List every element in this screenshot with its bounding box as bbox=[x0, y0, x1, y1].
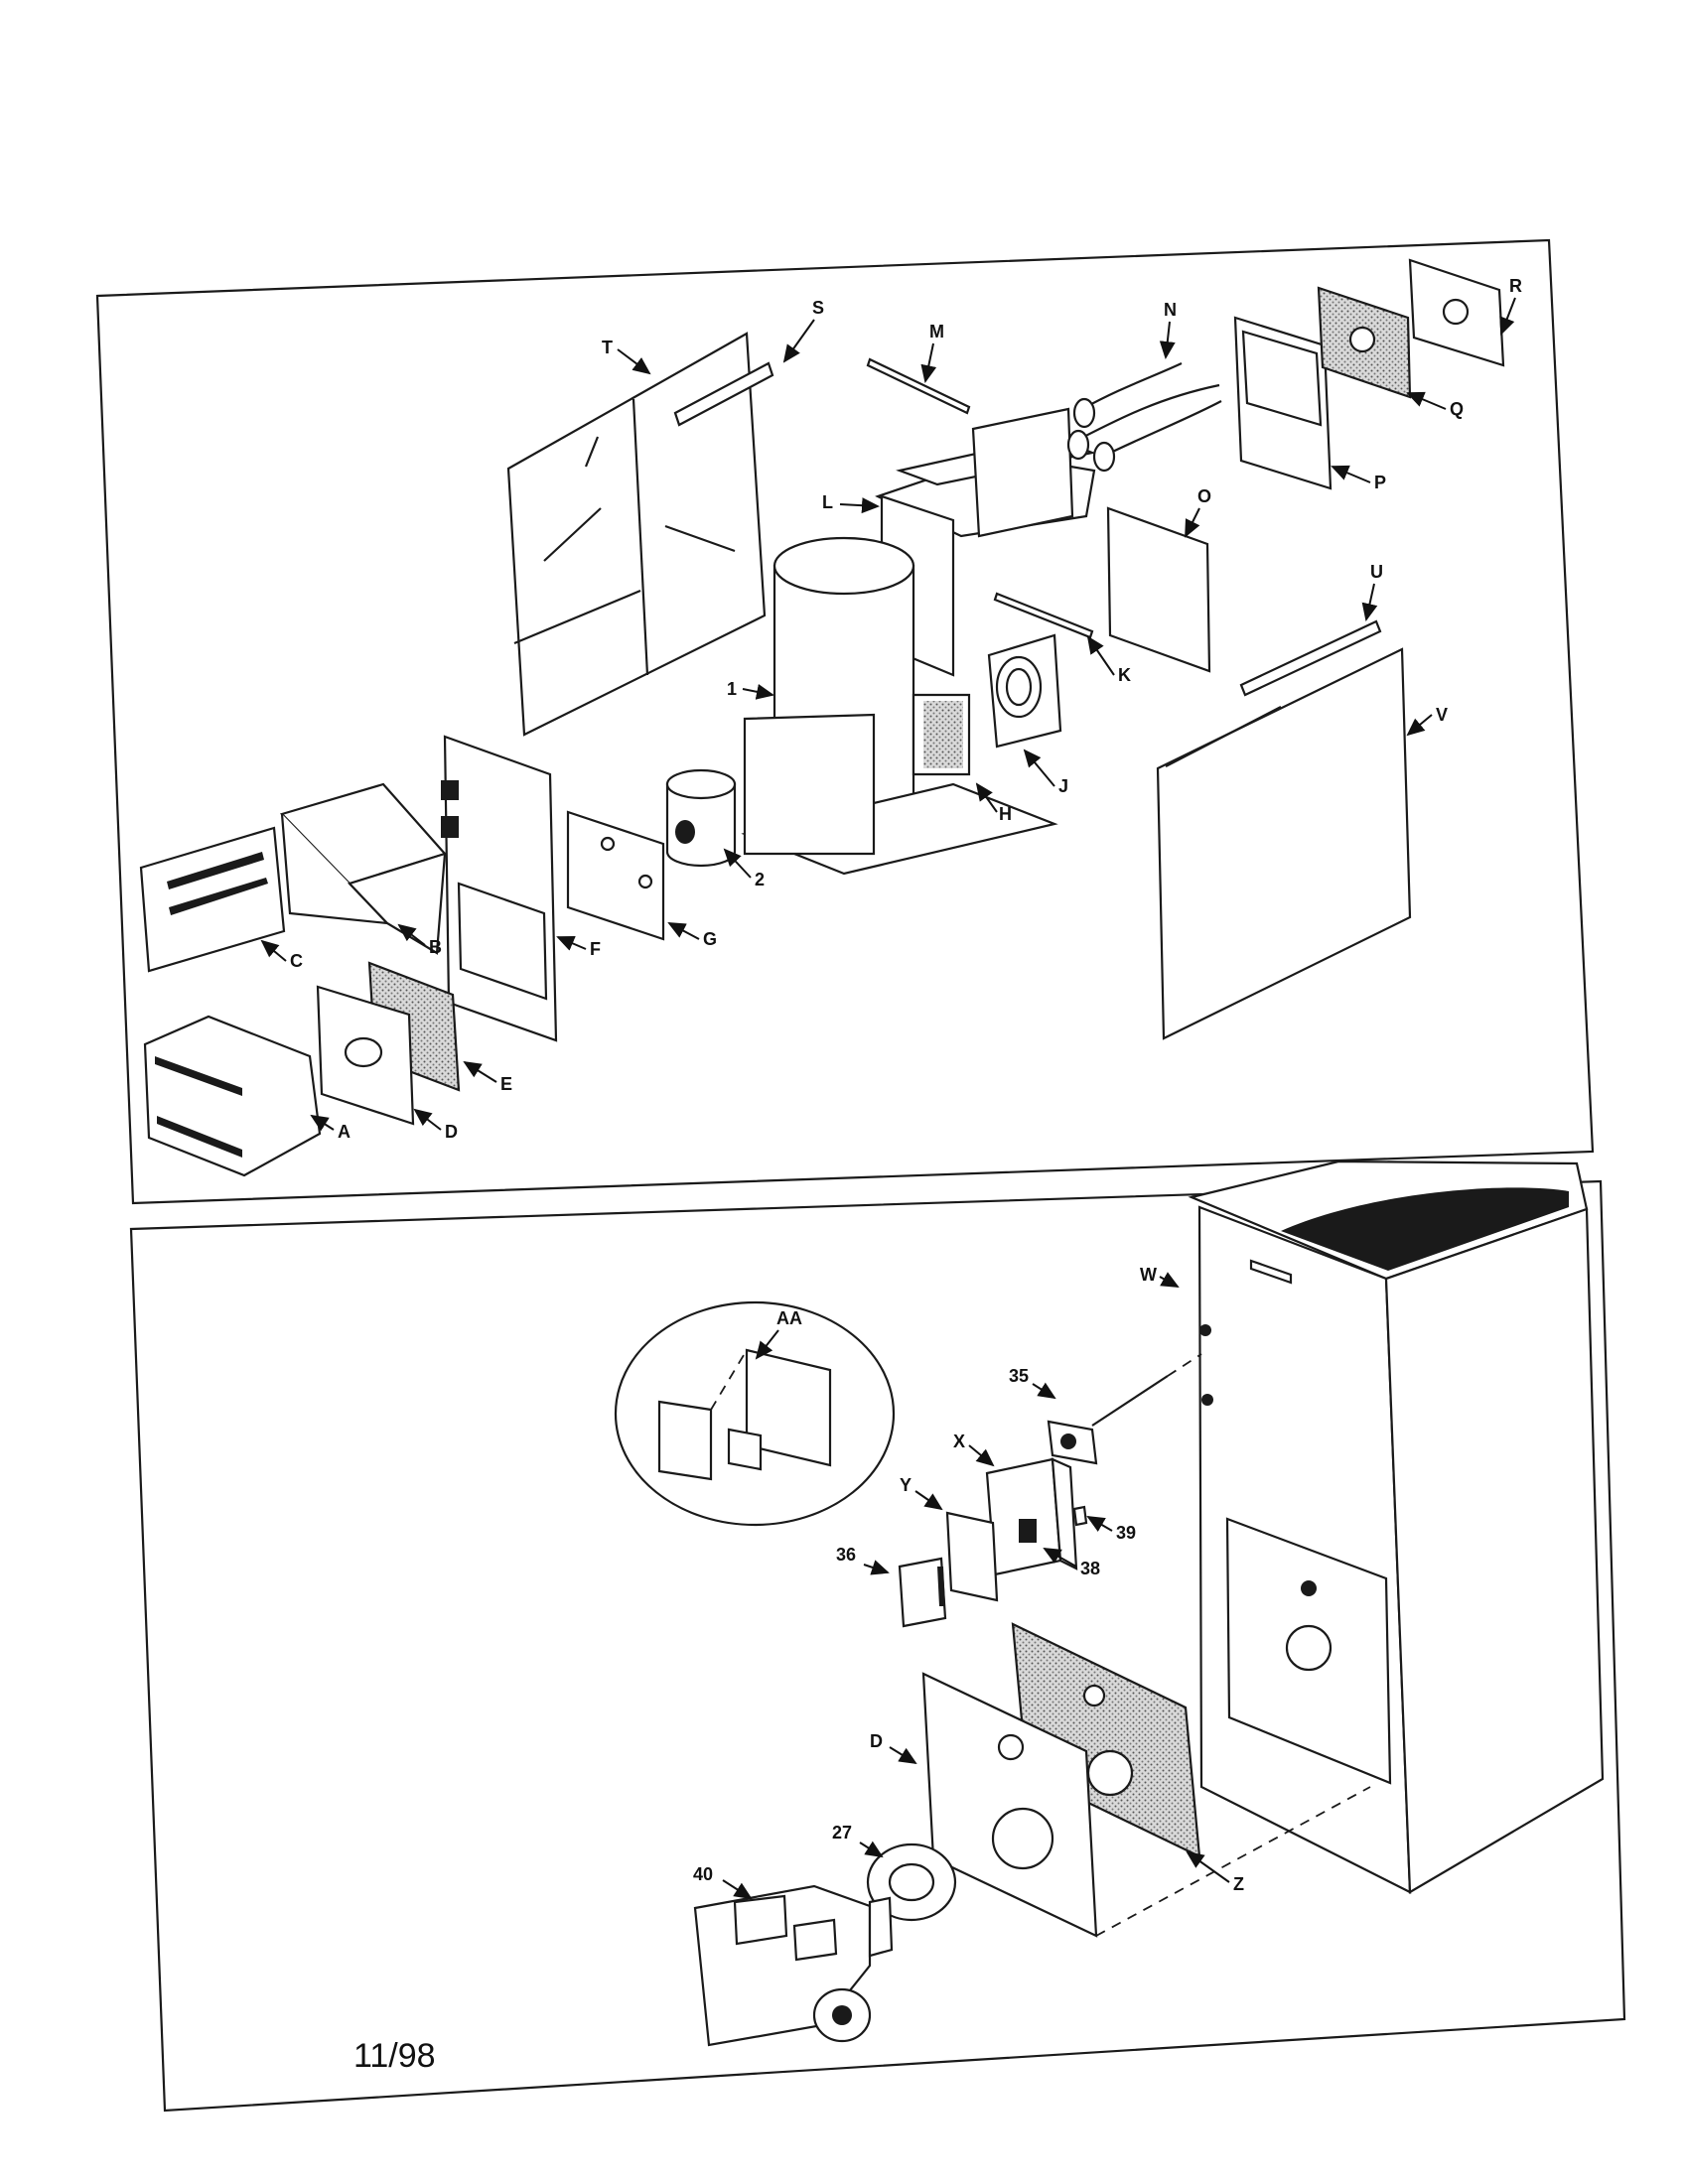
rail-U bbox=[1239, 619, 1382, 697]
box-X bbox=[985, 1457, 1078, 1576]
front-upper-panel-C bbox=[139, 826, 286, 973]
label-B: B bbox=[429, 937, 442, 957]
front-lower-panel-A bbox=[143, 1015, 322, 1177]
label-36: 36 bbox=[836, 1545, 856, 1565]
top-panel-frame bbox=[95, 238, 1595, 1205]
inset-detail-AA bbox=[614, 1300, 896, 1527]
strip-M bbox=[866, 357, 971, 415]
burner-40 bbox=[693, 1884, 894, 2047]
label-D-bottom: D bbox=[870, 1731, 883, 1751]
strip-K bbox=[993, 592, 1094, 639]
label-J: J bbox=[1058, 776, 1068, 796]
fitting-39 bbox=[1072, 1505, 1088, 1527]
transformer-36 bbox=[898, 1557, 947, 1628]
panel-F bbox=[441, 735, 558, 1042]
label-2: 2 bbox=[755, 870, 765, 889]
revision-date: 11/98 bbox=[353, 2037, 436, 2075]
label-1: 1 bbox=[727, 679, 737, 699]
panel-O bbox=[1106, 506, 1211, 673]
cabinet-W bbox=[1188, 1160, 1605, 1894]
door-D-bottom bbox=[921, 1672, 1371, 1938]
label-A: A bbox=[338, 1122, 351, 1142]
rail-S bbox=[673, 361, 774, 427]
baffles-N bbox=[1066, 362, 1222, 473]
label-C: C bbox=[290, 951, 303, 971]
label-V: V bbox=[1436, 705, 1448, 725]
insulation-Q bbox=[1317, 286, 1412, 399]
label-S: S bbox=[812, 298, 824, 318]
blower-J bbox=[987, 633, 1062, 749]
back-panel-T bbox=[506, 332, 767, 737]
door-D-top bbox=[316, 985, 415, 1126]
label-27: 27 bbox=[832, 1823, 852, 1843]
label-35: 35 bbox=[1009, 1366, 1029, 1386]
label-R: R bbox=[1509, 276, 1522, 296]
label-39: 39 bbox=[1116, 1523, 1136, 1543]
plate-Y bbox=[945, 1511, 999, 1602]
heat-exchanger-L bbox=[875, 407, 1096, 677]
label-Z: Z bbox=[1233, 1874, 1244, 1894]
sensor-35 bbox=[1047, 1353, 1202, 1465]
label-L: L bbox=[822, 492, 833, 512]
frame-P bbox=[1233, 316, 1333, 490]
label-X: X bbox=[953, 1432, 965, 1451]
side-panel-V bbox=[1156, 647, 1412, 1040]
plate-G bbox=[566, 810, 665, 941]
labels-bottom: W AA 35 X Y 39 36 38 D 27 Z 40 11/98 bbox=[353, 1265, 1244, 2075]
bottom-panel-frame bbox=[129, 1179, 1626, 2113]
label-AA: AA bbox=[776, 1308, 802, 1328]
label-T: T bbox=[602, 338, 613, 357]
label-E: E bbox=[500, 1074, 512, 1094]
label-N: N bbox=[1164, 300, 1177, 320]
label-O: O bbox=[1197, 486, 1211, 506]
cover-R bbox=[1408, 258, 1505, 367]
label-D: D bbox=[445, 1122, 458, 1142]
box-B bbox=[279, 782, 447, 955]
canister-2 bbox=[665, 768, 737, 868]
labels-top: S M N R T Q P L O U 1 K V J H 2 C B F bbox=[260, 276, 1522, 1142]
label-G: G bbox=[703, 929, 717, 949]
label-40: 40 bbox=[693, 1864, 713, 1884]
label-Y: Y bbox=[900, 1475, 912, 1495]
label-Q: Q bbox=[1450, 399, 1464, 419]
label-K: K bbox=[1118, 665, 1131, 685]
label-F: F bbox=[590, 939, 601, 959]
label-U: U bbox=[1370, 562, 1383, 582]
label-P: P bbox=[1374, 473, 1386, 492]
label-H: H bbox=[999, 804, 1012, 824]
base-pan-H bbox=[741, 693, 1058, 876]
label-38: 38 bbox=[1080, 1559, 1100, 1578]
label-M: M bbox=[929, 322, 944, 341]
label-W: W bbox=[1140, 1265, 1157, 1285]
